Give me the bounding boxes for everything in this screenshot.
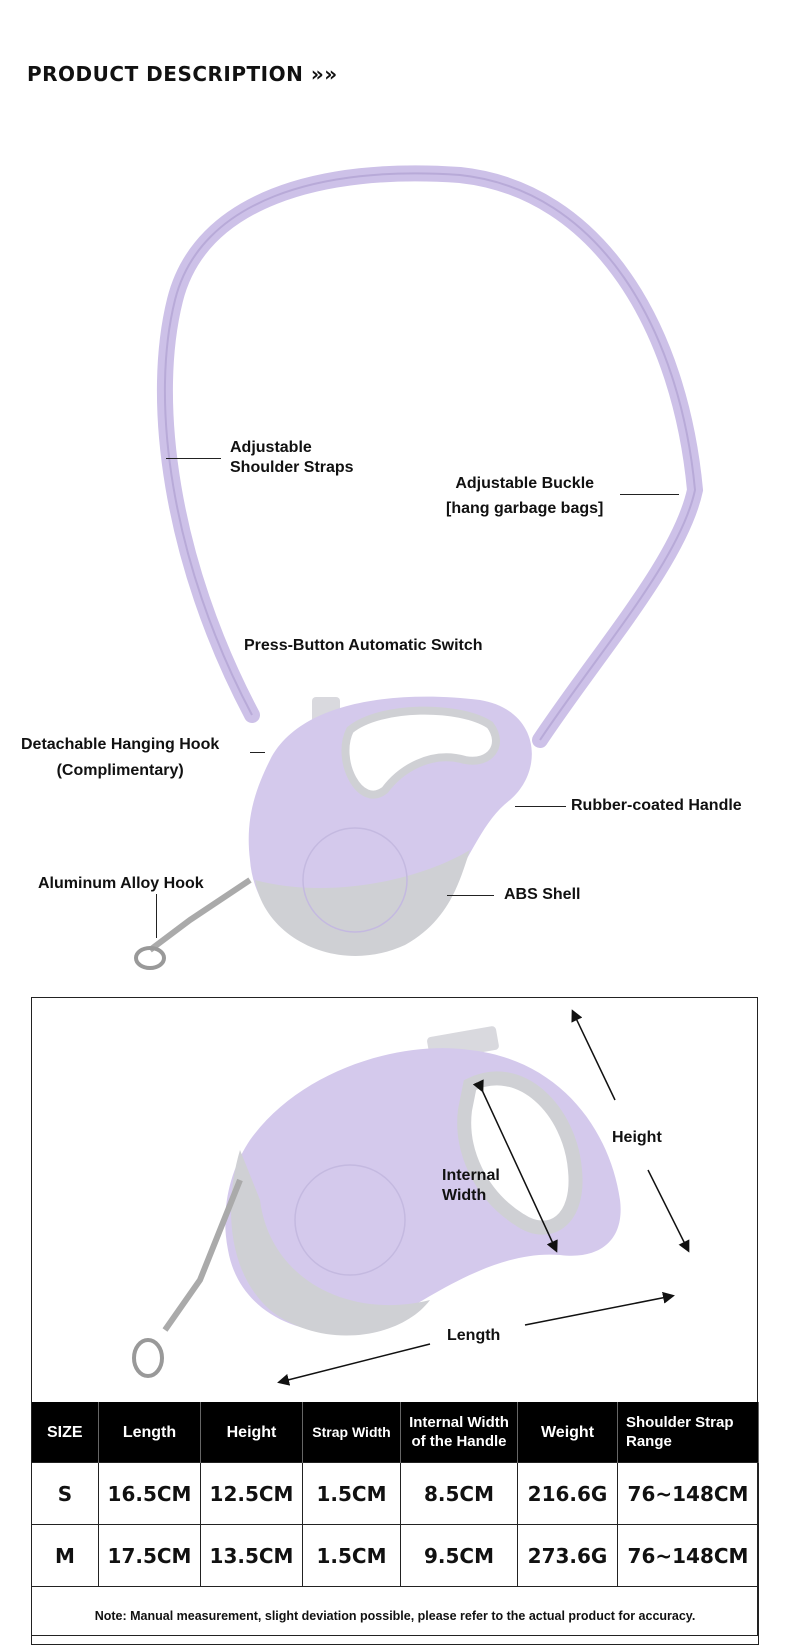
table-cell: 1.5CM	[302, 1524, 401, 1587]
column-header: Height	[200, 1402, 303, 1463]
table-cell: 76~148CM	[617, 1462, 759, 1525]
dimension-height: Height	[612, 1129, 662, 1146]
table-cell: 12.5CM	[200, 1462, 303, 1525]
table-cell: S	[31, 1462, 99, 1525]
callout-shell: ABS Shell	[504, 886, 581, 903]
table-cell: 216.6G	[517, 1462, 618, 1525]
table-cell: 1.5CM	[302, 1462, 401, 1525]
chevrons-icon: »»	[310, 62, 338, 86]
column-header: Strap Width	[302, 1402, 401, 1463]
table-note-row: Note: Manual measurement, slight deviati…	[31, 1586, 759, 1645]
leader-line	[447, 895, 494, 896]
table-cell: 17.5CM	[98, 1524, 201, 1587]
alloy-hook	[148, 877, 252, 953]
size-table: SIZE Length Height Strap Width Internal …	[31, 1402, 759, 1645]
table-cell: 16.5CM	[98, 1462, 201, 1525]
leash-illustration	[134, 165, 704, 970]
table-cell: M	[31, 1524, 99, 1587]
callout-buckle: Adjustable Buckle[hang garbage bags]	[446, 475, 604, 517]
leader-line	[515, 806, 566, 807]
table-cell: 9.5CM	[400, 1524, 518, 1587]
table-cell: 13.5CM	[200, 1524, 303, 1587]
table-note: Note: Manual measurement, slight deviati…	[31, 1586, 759, 1645]
table-row: M 17.5CM 13.5CM 1.5CM 9.5CM 273.6G 76~14…	[31, 1524, 759, 1587]
callout-handle: Rubber-coated Handle	[571, 797, 742, 814]
page-title: PRODUCT DESCRIPTION »»	[27, 62, 338, 86]
table-cell: 273.6G	[517, 1524, 618, 1587]
handle-hole	[341, 706, 500, 799]
device-gray-base	[255, 850, 470, 956]
callout-alloy-hook: Aluminum Alloy Hook	[38, 875, 204, 892]
title-text: PRODUCT DESCRIPTION	[27, 62, 304, 86]
column-header: Internal Width of the Handle	[400, 1402, 518, 1463]
callout-switch: Press-Button Automatic Switch	[244, 637, 483, 654]
column-header: Shoulder Strap Range	[617, 1402, 759, 1463]
dimension-length: Length	[447, 1327, 501, 1344]
table-cell: 8.5CM	[400, 1462, 518, 1525]
column-header: SIZE	[31, 1402, 99, 1463]
table-header-row: SIZE Length Height Strap Width Internal …	[31, 1402, 759, 1463]
leader-line	[250, 752, 265, 753]
table-cell: 76~148CM	[617, 1524, 759, 1587]
leader-line	[620, 494, 679, 495]
leader-line	[156, 894, 157, 938]
table-row: S 16.5CM 12.5CM 1.5CM 8.5CM 216.6G 76~14…	[31, 1462, 759, 1525]
shell-circle	[302, 827, 408, 933]
callout-hanging-hook: Detachable Hanging Hook(Complimentary)	[21, 736, 220, 779]
column-header: Weight	[517, 1402, 618, 1463]
column-header: Length	[98, 1402, 201, 1463]
leader-line	[166, 458, 221, 459]
